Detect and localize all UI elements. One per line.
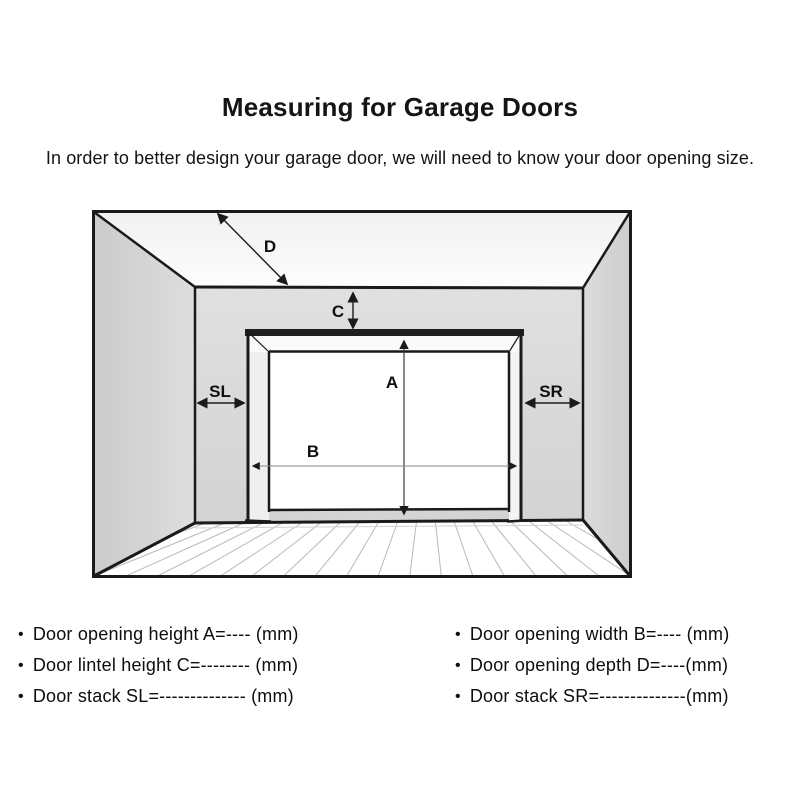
label-width-B: B (307, 442, 319, 461)
page-title: Measuring for Garage Doors (221, 92, 579, 122)
right-wall (583, 212, 630, 576)
label-stack-left-SL: SL (209, 382, 231, 401)
label-stack-right-SR: SR (539, 382, 563, 401)
legend-item-width-B: • Door opening width B=---- (mm) (455, 619, 729, 650)
floor-planks (94, 519, 630, 575)
bullet-icon: • (455, 626, 461, 643)
dimension-annotations (196, 212, 581, 516)
legend-item-text: Door lintel height C=-------- (mm) (32, 655, 299, 675)
door-lintel-bevel (247, 334, 522, 352)
bullet-icon: • (455, 657, 461, 674)
door-jamb-left (247, 330, 269, 521)
label-depth-D: D (264, 237, 276, 256)
legend-item-height-A: • Door opening height A=---- (mm) (18, 619, 299, 650)
legend-item-depth-D: • Door opening depth D=----(mm) (455, 650, 729, 681)
legend-item-text: Door stack SR=--------------(mm) (469, 686, 729, 706)
legend-item-text: Door opening width B=---- (mm) (469, 624, 730, 644)
floor-joint-line (194, 524, 584, 529)
bullet-icon: • (18, 657, 24, 674)
bullet-icon: • (18, 688, 24, 705)
legend-item-stack-SL: • Door stack SL=-------------- (mm) (18, 681, 299, 712)
garage-measurement-diagram: D C A B SL SR (92, 210, 632, 578)
legend-item-stack-SR: • Door stack SR=--------------(mm) (455, 681, 729, 712)
legend-item-text: Door opening depth D=----(mm) (469, 655, 729, 675)
door-jamb-right (509, 330, 522, 521)
legend-item-text: Door opening height A=---- (mm) (32, 624, 299, 644)
legend-column-left: • Door opening height A=---- (mm) • Door l… (18, 619, 299, 712)
legend-item-text: Door stack SL=-------------- (mm) (32, 686, 294, 706)
bullet-icon: • (455, 688, 461, 705)
page-subtitle: In order to better design your garage do… (45, 148, 755, 168)
garage-diagram-svg: D C A B SL SR (92, 210, 632, 578)
door-lintel-bar (245, 329, 524, 336)
legend-column-right: • Door opening width B=---- (mm) • Door op… (455, 619, 729, 712)
door-opening (244, 329, 525, 523)
label-lintel-C: C (332, 302, 344, 321)
label-height-A: A (386, 373, 398, 392)
door-panel (269, 352, 509, 510)
dimension-arrow-depth (216, 212, 289, 286)
bullet-icon: • (18, 626, 24, 643)
legend-item-lintel-C: • Door lintel height C=-------- (mm) (18, 650, 299, 681)
diagram-border (92, 210, 632, 578)
left-wall (94, 212, 195, 576)
